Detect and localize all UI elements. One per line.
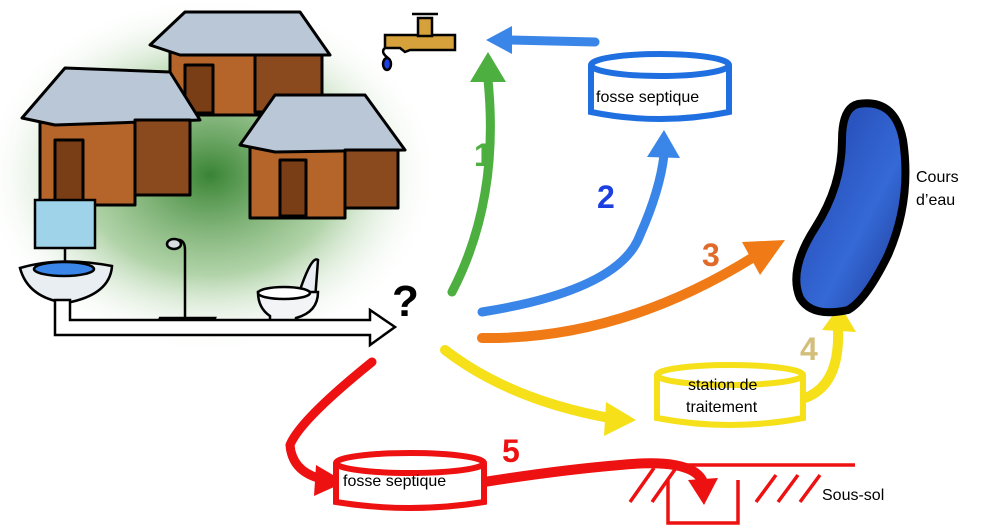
path-number-2: 2 <box>597 179 615 215</box>
arrow-path-2 <box>477 26 680 317</box>
subsoil-label: Sous-sol <box>822 487 885 504</box>
house-right <box>238 93 407 220</box>
house-back <box>148 10 332 117</box>
subsoil-ground <box>628 463 855 525</box>
drain-pipe <box>53 298 398 348</box>
river-shape <box>792 99 910 317</box>
arrow-path-4 <box>440 305 856 436</box>
arrow-path-1 <box>447 52 506 297</box>
tap-icon <box>381 12 457 72</box>
arrow-path-5 <box>285 357 718 505</box>
station-label-line2: traitement <box>686 399 758 416</box>
path-number-5: 5 <box>502 433 520 469</box>
treatment-station <box>654 362 806 428</box>
path-number-1: 1 <box>474 137 492 173</box>
septic-tank-top-label: fosse septique <box>596 89 700 106</box>
river-label-line2: d’eau <box>916 192 956 209</box>
question-mark: ? <box>392 277 419 326</box>
arrow-path-3 <box>477 240 785 344</box>
septic-tank-bottom-label: fosse septique <box>343 473 447 490</box>
septic-tank-top <box>588 51 732 122</box>
septic-tank-bottom <box>333 450 487 511</box>
house-left <box>20 66 202 207</box>
path-number-4: 4 <box>800 331 818 367</box>
path-number-3: 3 <box>702 237 720 273</box>
river-label-line1: Cours <box>916 169 959 186</box>
sink-icon <box>18 198 114 316</box>
station-label-line1: station de <box>688 377 758 394</box>
